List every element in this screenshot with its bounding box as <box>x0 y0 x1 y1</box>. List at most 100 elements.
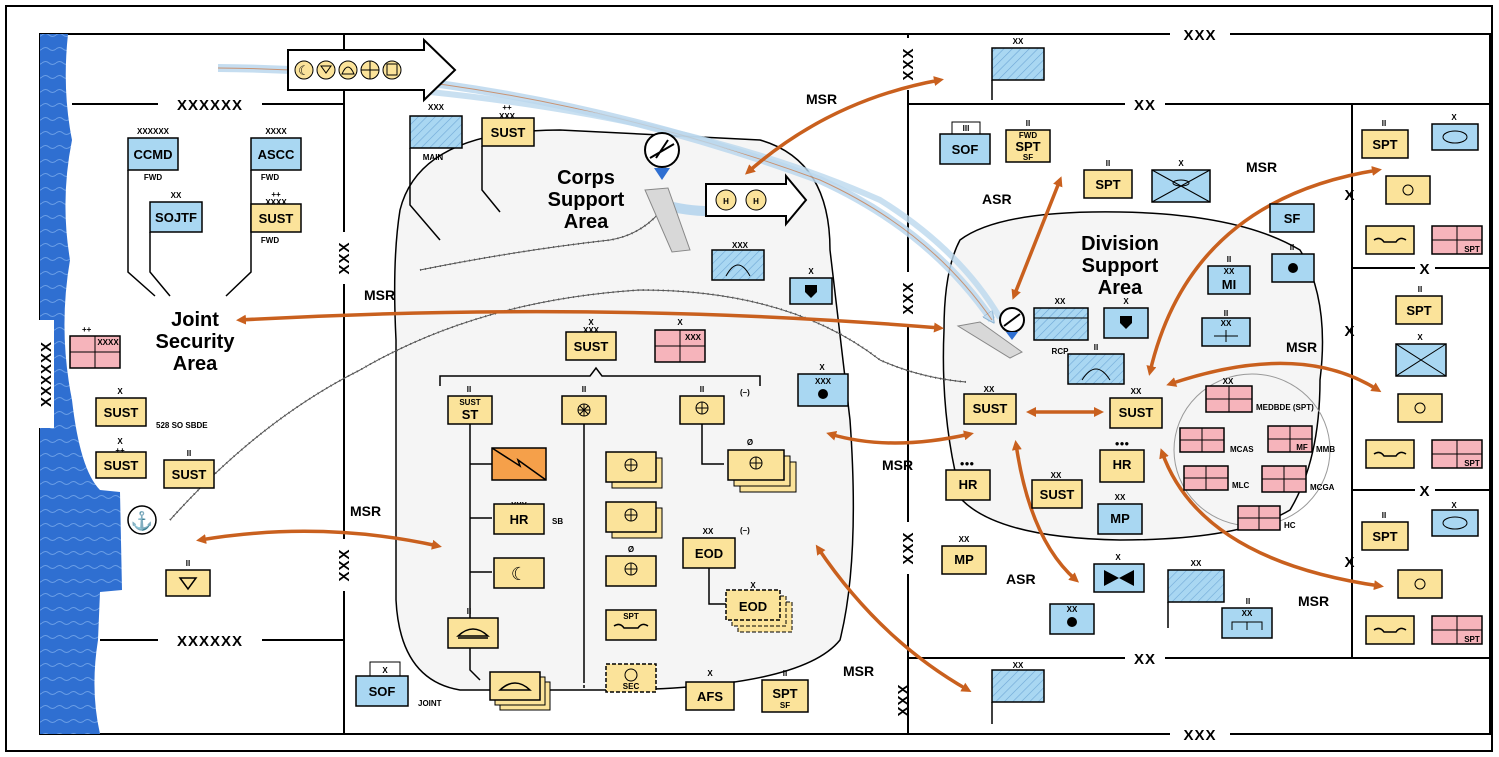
corps-medical-unit: X XXX <box>654 318 706 363</box>
msr-jsa-corps <box>196 529 442 550</box>
moon-icon <box>294 60 314 80</box>
svg-text:SUST: SUST <box>172 467 207 482</box>
svg-text:RCP: RCP <box>1052 347 1070 356</box>
svg-text:X: X <box>750 581 756 590</box>
svg-text:SPT: SPT <box>1372 137 1397 152</box>
svg-text:XX: XX <box>1067 605 1078 614</box>
signal-unit <box>491 447 547 481</box>
division-top-label: XX <box>1134 97 1156 114</box>
svg-text:II: II <box>467 607 471 616</box>
bde-med-2: SPT <box>1431 439 1483 469</box>
bde-spt-3: II SPT <box>1361 511 1409 551</box>
svg-text:II: II <box>1382 119 1386 128</box>
svg-text:⚓: ⚓ <box>131 510 153 531</box>
svg-text:II: II <box>1382 511 1386 520</box>
svg-text:Ø: Ø <box>747 438 753 447</box>
theater-left-label: XXXXXX <box>38 341 55 407</box>
st-unit: II SUST ST <box>447 385 493 681</box>
mcga-unit: MCGA <box>1261 465 1335 493</box>
svg-text:II: II <box>1227 255 1231 264</box>
svg-text:XXX: XXX <box>732 241 749 250</box>
svg-text:(–): (–) <box>740 526 750 535</box>
command-bracket <box>439 366 761 386</box>
div-sust-left-unit: XX SUST <box>963 385 1017 425</box>
div-hospital-unit: II <box>1067 343 1125 385</box>
mlc-unit: MLC <box>1183 465 1250 491</box>
svg-text:SUST: SUST <box>459 398 480 407</box>
svg-text:XXXX: XXXX <box>97 338 119 347</box>
svg-text:JOINT: JOINT <box>418 699 442 708</box>
division-support-area-label: Division Support Area <box>1081 233 1159 299</box>
svg-text:X: X <box>1344 554 1355 571</box>
svg-text:X: X <box>117 437 123 446</box>
div-hq-bottom: XX <box>991 661 1045 724</box>
div-sof-unit: III SOF <box>939 121 991 165</box>
sust-fwd-unit: ++ XXXX SUST FWD <box>250 190 302 245</box>
div-hq-top: XX <box>991 37 1045 100</box>
corps-div-upper-label: XXX <box>900 47 917 80</box>
svg-text:X: X <box>707 669 713 678</box>
corps-forward-arrow: H H <box>705 173 808 227</box>
sojtf-unit: XX SOJTF <box>149 191 203 297</box>
msr-label-lower-left: MSR <box>350 503 381 519</box>
theater-supply-arrow: ☾ <box>287 37 457 103</box>
bde-ord-3 <box>1397 569 1443 599</box>
moon-glyph: ☾ <box>298 63 310 78</box>
sust-bn-unit: II SUST <box>163 449 215 489</box>
div-hr-left-unit: ●●● HR <box>945 459 991 501</box>
svg-text:XXXX: XXXX <box>265 198 287 207</box>
sust-528-unit: X SUST 528 SO SBDE <box>95 387 208 430</box>
svg-text:SPT: SPT <box>623 612 639 621</box>
brigade-upper-label: X <box>1419 261 1430 278</box>
svg-text:SUST: SUST <box>574 339 609 354</box>
corps-sust-top-unit: ++ XXX SUST <box>481 103 535 213</box>
svg-text:SPT: SPT <box>1464 459 1480 468</box>
svg-text:XXX: XXX <box>815 377 832 386</box>
svg-text:Area: Area <box>1098 277 1143 299</box>
division-airfield-icon <box>956 307 1025 359</box>
svg-text:XX: XX <box>1191 559 1202 568</box>
svg-text:SEC: SEC <box>623 682 640 691</box>
bde-recon-2: X <box>1395 333 1447 377</box>
svg-text:SB: SB <box>552 517 563 526</box>
div-bomb-low-unit: XX <box>1049 603 1095 635</box>
svg-text:SOJTF: SOJTF <box>155 210 197 225</box>
corps-div-lower-label: XXX <box>900 531 917 564</box>
svg-text:II: II <box>187 449 191 458</box>
corps-div-mid-label: XXX <box>900 281 917 314</box>
transport-unit: II <box>447 607 499 649</box>
svg-text:MI: MI <box>1222 277 1236 292</box>
route-arrows <box>196 76 1384 692</box>
joint-medical-unit: ++ XXXX <box>69 325 121 369</box>
asr-label-bottom: ASR <box>1006 571 1036 587</box>
svg-text:XX: XX <box>1115 493 1126 502</box>
svg-text:SPT: SPT <box>1372 529 1397 544</box>
div-spt-asr-unit: II SPT <box>1083 159 1133 199</box>
svg-text:XX: XX <box>959 535 970 544</box>
corps-support-area-label: Corps Support Area <box>548 167 625 233</box>
svg-text:II: II <box>1246 597 1250 606</box>
svg-text:SUST: SUST <box>259 211 294 226</box>
svg-text:EOD: EOD <box>739 599 767 614</box>
svg-text:SPT: SPT <box>1464 635 1480 644</box>
svg-text:II: II <box>467 385 471 394</box>
sea-coastline <box>40 34 122 734</box>
svg-text:SUST: SUST <box>491 125 526 140</box>
svg-text:Area: Area <box>564 211 609 233</box>
msr-corps-top <box>744 76 944 175</box>
svg-text:X: X <box>382 666 388 675</box>
svg-text:X: X <box>1344 323 1355 340</box>
svg-text:HR: HR <box>959 477 978 492</box>
div-mp-left-unit: XX MP <box>941 535 987 575</box>
ordnance-triple-stack: Ø <box>727 438 797 493</box>
svg-text:MP: MP <box>1110 511 1130 526</box>
svg-text:XXXXXX: XXXXXX <box>137 127 170 136</box>
afs-unit: X AFS <box>685 669 735 711</box>
ordnance-null-unit: Ø <box>605 545 657 587</box>
svg-text:II: II <box>582 385 586 394</box>
svg-text:MAIN: MAIN <box>423 153 444 162</box>
jsa-corps-lower-label: XXX <box>336 548 353 581</box>
msr-label-bde-mid: MSR <box>1286 339 1317 355</box>
svg-text:II: II <box>1224 309 1228 318</box>
